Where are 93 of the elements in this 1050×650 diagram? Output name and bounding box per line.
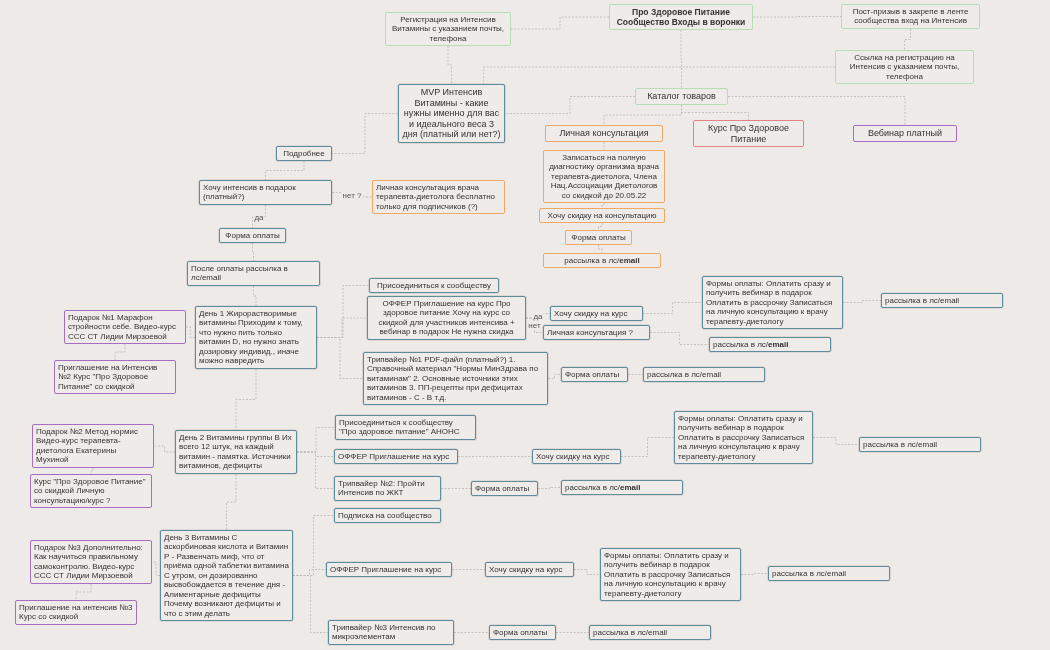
process-box: Хочу скидку на курс xyxy=(532,449,621,465)
connector-line xyxy=(642,302,703,314)
connector-line xyxy=(573,569,601,575)
edge-label: да xyxy=(532,311,544,321)
process-box: День 3 Витамины С аскорбиновая кислота и Витамин Р - Развенчать миф, что от приёма одной таблетки витамина С утром, он дозированно высвобождается в течение дня - Алиментарные дефициты Почему возникают дефициты и что с этим делать xyxy=(160,530,293,621)
process-box: Подробнее xyxy=(276,146,332,162)
process-box: Форма оплаты xyxy=(565,230,632,246)
connector-line xyxy=(598,222,603,231)
connector-line xyxy=(510,16,610,30)
connector-line xyxy=(447,45,452,85)
process-box: Трипвайер №2: Пройти Интенсив по ЖКТ xyxy=(334,476,441,501)
connector-line xyxy=(598,244,603,254)
product-box: Курс Про Здоровое Питание xyxy=(693,120,804,148)
process-box: рассылка в лс/email xyxy=(709,337,831,353)
edge-label: нет xyxy=(527,320,542,330)
process-box: Подписка на сообщество xyxy=(334,508,441,524)
process-box: После оплаты рассылка в лс/email xyxy=(187,261,320,286)
edge-label: нет ? xyxy=(341,190,363,200)
connector-line xyxy=(451,569,486,570)
process-box: рассылка в лс/email xyxy=(543,253,661,269)
process-box: рассылка в лс/email xyxy=(589,625,711,641)
connector-line xyxy=(620,437,675,457)
connector-line xyxy=(153,445,176,453)
process-box: Записаться на полную диагностику организма врача терапевта-диетолога, Члена Нац.Ассоциации Диетологов со скидкой до 20.05.22 xyxy=(543,150,665,204)
connector-line xyxy=(75,583,92,601)
connector-line xyxy=(555,632,590,633)
process-box: Хочу скидку на курс xyxy=(485,562,574,578)
connector-line xyxy=(812,437,860,445)
process-box: День 2 Витамины группы В Их всего 12 штук, на каждый витамин - памятка. Источники витаминов, дефициты xyxy=(175,430,297,474)
connector-line xyxy=(235,368,257,431)
process-box: Формы оплаты: Оплатить сразу и получить вебинар в подарок Оплатить в рассрочку Записаться на личную консультацию к врачу терапевту-диетологу xyxy=(674,411,813,465)
connector-line xyxy=(252,242,254,262)
process-box: Присоединиться к сообществу xyxy=(369,278,499,294)
note-box: Регистрация на Интенсив Витамины с указанием почты, телефона xyxy=(385,12,511,47)
connector-line xyxy=(252,204,266,229)
connector-line xyxy=(649,332,710,345)
process-box: рассылка в лс/email xyxy=(859,437,981,453)
process-box: Формы оплаты: Оплатить сразу и получить вебинар в подарок Оплатить в рассрочку Записаться на личную консультацию к врачу терапевту-диетологу xyxy=(600,548,741,602)
connector-line xyxy=(842,300,882,303)
process-box: рассылка в лс/email xyxy=(643,367,765,383)
process-box: Формы оплаты: Оплатить сразу и получить вебинар в подарок Оплатить в рассрочку Записаться на личную консультацию к врачу терапевту-диетологу xyxy=(702,276,843,330)
connector-line xyxy=(440,488,472,489)
gift-box: Вебинар платный xyxy=(853,125,957,142)
connector-line xyxy=(457,456,533,457)
process-box: Форма оплаты xyxy=(471,481,538,497)
connector-line xyxy=(185,326,196,338)
gift-box: Подарок №2 Метод нормис Видео-курс терапевта-диетолога Екатерины Мухиной xyxy=(32,424,154,468)
note-box: Пост-призыв в закрепе в ленте сообщества вход на Интенсив xyxy=(841,4,980,29)
process-box: рассылка в лс/email xyxy=(881,293,1003,309)
note-box: Про Здоровое Питание Сообщество Входы в воронки xyxy=(609,4,753,31)
connector-line xyxy=(226,473,237,531)
connector-line xyxy=(296,451,335,489)
note-box: Каталог товаров xyxy=(635,88,728,105)
connector-line xyxy=(331,113,399,154)
process-box: ОФФЕР Приглашение на курс Про здоровое питание Хочу на курс со скидкой для участников интенсива + вебинар в подарок Не нужна скидка xyxy=(367,296,526,340)
process-box: ОФФЕР Приглашение на курс xyxy=(334,449,458,465)
connector-line xyxy=(727,96,906,126)
process-box: Форма оплаты xyxy=(219,228,286,244)
connector-line xyxy=(537,487,562,489)
process-box: MVP Интенсив Витамины - какие нужны именно для вас и идеального веса 3 дня (платный или нет?) xyxy=(398,84,505,144)
gift-box: Подарок №1 Марафон стройности себе. Видео-курс ССС СТ Лидии Мирзоевой xyxy=(64,310,186,345)
process-box: Форма оплаты xyxy=(561,367,628,383)
process-box: Хочу скидку на курс xyxy=(550,306,643,322)
connector-line xyxy=(151,561,161,576)
connector-line xyxy=(453,632,490,633)
process-box: Личная консультация врача терапевта-диетолога бесплатно только для подписчиков (?) xyxy=(372,180,505,215)
process-box: Форма оплаты xyxy=(489,625,556,641)
process-box: День 1 Жирорастворимые витамины Приходим к тому, что нужно пить только витамин D, но нужно знать дозировку индивид., иначе можно навредить xyxy=(195,306,317,369)
gift-box: Курс "Про Здоровое Питание" со скидкой Личную консультацию/курс ? xyxy=(30,474,152,509)
connector-line xyxy=(627,374,644,375)
connector-line xyxy=(904,28,911,51)
process-box: рассылка в лс/email xyxy=(561,480,683,496)
gift-box: Подарок №3 Дополнительно: Как научиться правильному самоконтролю. Видео-курс ССС СТ Лидии Мирзоевой xyxy=(30,540,152,584)
process-box: Хочу скидку на консультацию xyxy=(539,208,665,224)
process-box: Хочу интенсив в подарок (платный?) xyxy=(199,180,332,205)
connector-line xyxy=(483,66,836,85)
process-box: Трипвайер №1 PDF-файл (платный?) 1. Справочный материал "Нормы МинЗдрава по витаминам" 2. Основные источники этих витаминов 3. ПП-рецепты при дефицитах витаминов - С - В т.д. xyxy=(363,352,548,406)
process-box: рассылка в лс/email xyxy=(768,566,890,582)
connector-line xyxy=(331,192,373,198)
process-box: Трипвайер №3 Интенсив по микроэлементам xyxy=(328,620,454,645)
connector-line xyxy=(504,96,636,114)
gift-box: Приглашение на интенсив №3 Курс со скидкой xyxy=(15,600,137,625)
connector-line xyxy=(681,104,749,121)
connector-line xyxy=(547,374,562,379)
note-box: Ссылка на регистрацию на Интенсив с указанием почты, телефона xyxy=(835,50,974,85)
connector-line xyxy=(740,573,769,575)
process-box: Присоединиться к сообществу "Про здоровое питание" АНОНС xyxy=(335,415,476,440)
process-box: ОФФЕР Приглашение на курс xyxy=(326,562,452,578)
gift-box: Приглашение на Интенсив №2 Курс "Про Здоровое Питание" со скидкой xyxy=(54,360,176,395)
connector-line xyxy=(265,160,305,181)
process-box: Личная консультация xyxy=(545,125,663,142)
process-box: Личная консультация ? xyxy=(543,325,650,341)
connector-line xyxy=(114,343,126,361)
